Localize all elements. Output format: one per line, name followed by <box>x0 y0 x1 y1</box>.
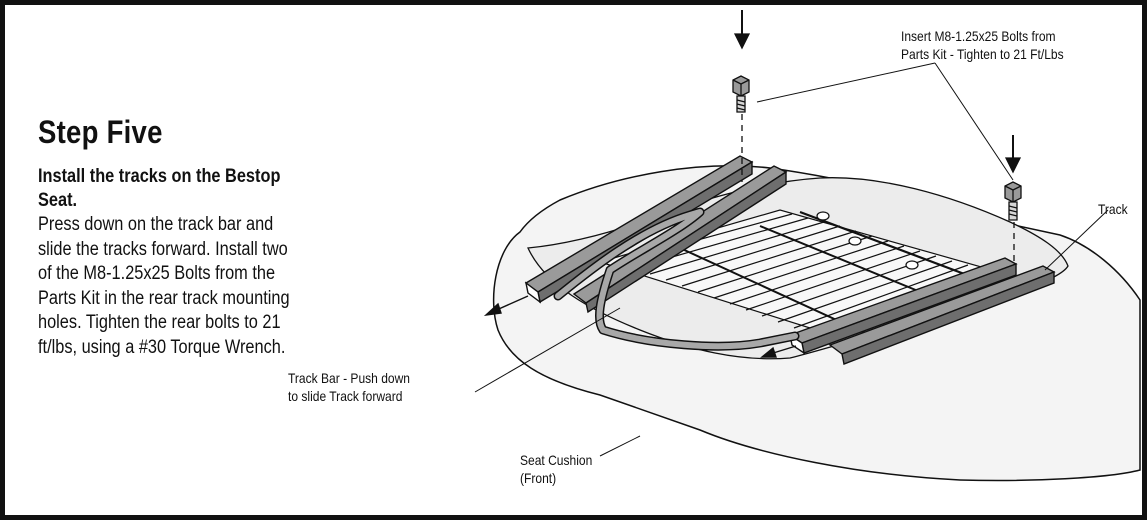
track-bar-callout-line-1: Track Bar - Push down <box>288 370 411 386</box>
bolt-callout-line-2: Parts Kit - Tighten to 21 Ft/Lbs <box>901 46 1064 62</box>
track-bar-callout: Track Bar - Push down to slide Track for… <box>288 369 410 405</box>
right-track <box>788 257 1056 365</box>
track-bar-callout-line-2: to slide Track forward <box>288 388 403 404</box>
bolt-right-icon <box>1004 135 1022 262</box>
seat-cushion-callout-line-2: (Front) <box>520 470 557 486</box>
forward-arrow-right <box>760 345 797 358</box>
bolt-callout-line-1: Insert M8-1.25x25 Bolts from <box>901 28 1056 44</box>
bolt-callout: Insert M8-1.25x25 Bolts from Parts Kit -… <box>901 27 1064 63</box>
leader-lines <box>474 62 1109 457</box>
seat-cushion-callout: Seat Cushion (Front) <box>520 451 592 487</box>
instructions-body: Press down on the track bar and slide th… <box>38 214 290 358</box>
bolt-left-icon <box>732 10 751 182</box>
seat-cushion-callout-line-1: Seat Cushion <box>520 452 593 468</box>
step-title: Step Five <box>38 114 163 150</box>
track-callout: Track <box>1098 200 1128 218</box>
instructions-heading: Install the tracks on the Bestop Seat. <box>38 166 281 211</box>
forward-arrow-left <box>483 295 529 316</box>
instructions: Install the tracks on the Bestop Seat. P… <box>38 165 305 360</box>
track-callout-label: Track <box>1098 201 1128 217</box>
seat-springs <box>816 211 919 270</box>
